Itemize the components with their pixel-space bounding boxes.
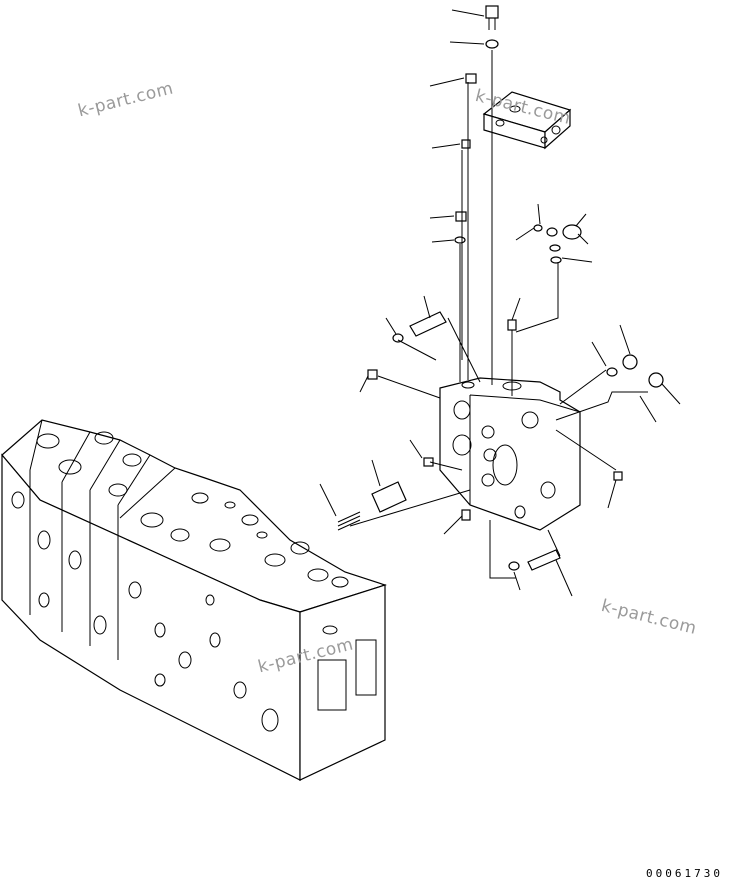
section-valve-body xyxy=(439,377,581,531)
drawing-number: 00061730 xyxy=(646,867,723,880)
cover-plate xyxy=(482,91,572,150)
small-parts xyxy=(337,5,664,571)
main-valve-block xyxy=(1,419,387,781)
leader-lines xyxy=(319,9,681,597)
